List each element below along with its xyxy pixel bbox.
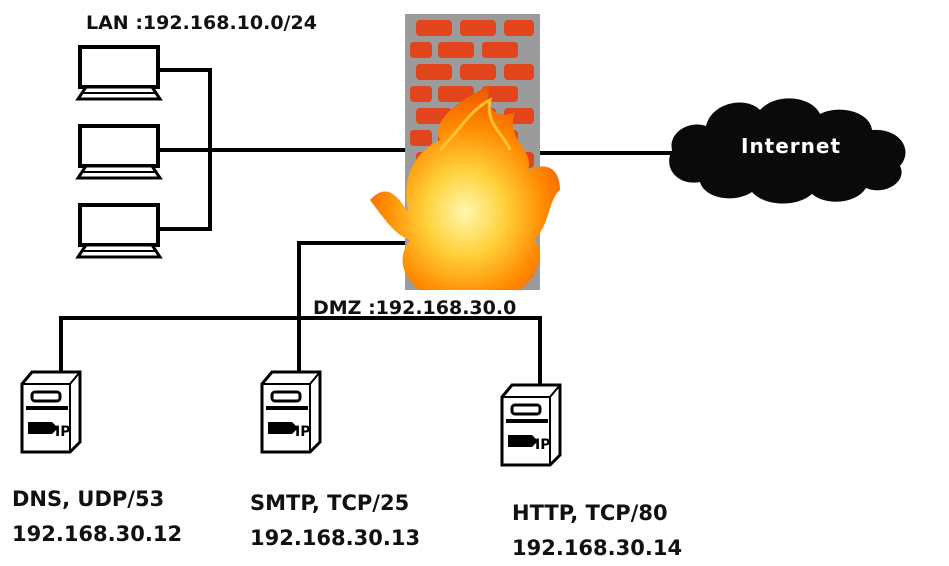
internet-label: Internet: [741, 134, 842, 158]
dmz-subnet-label: DMZ :192.168.30.0: [313, 297, 517, 319]
dns-server-label: DNS, UDP/53 192.168.30.12: [12, 482, 182, 552]
workstation-2-icon: [76, 124, 162, 180]
firewall-icon: [370, 14, 560, 290]
smtp-ip: 192.168.30.13: [250, 526, 421, 550]
dns-ip: 192.168.30.12: [12, 522, 183, 546]
flame-icon: [370, 85, 560, 290]
lan-subnet-label: LAN :192.168.10.0/24: [86, 12, 317, 34]
smtp-server-icon: [260, 370, 322, 454]
http-server-icon: [500, 383, 562, 467]
dmz-wiring: [59, 241, 542, 385]
dns-server-icon: [20, 370, 82, 454]
http-ip: 192.168.30.14: [512, 536, 683, 560]
lan-workstations: [76, 45, 162, 259]
internet-cloud-icon: [669, 98, 906, 204]
http-service: HTTP, TCP/80: [512, 501, 668, 525]
lan-wiring: [160, 68, 410, 231]
workstation-3-icon: [76, 203, 162, 259]
workstation-1-icon: [76, 45, 162, 101]
smtp-server-label: SMTP, TCP/25 192.168.30.13: [250, 486, 420, 556]
http-server-label: HTTP, TCP/80 192.168.30.14: [512, 496, 682, 566]
smtp-service: SMTP, TCP/25: [250, 491, 410, 515]
dns-service: DNS, UDP/53: [12, 487, 165, 511]
